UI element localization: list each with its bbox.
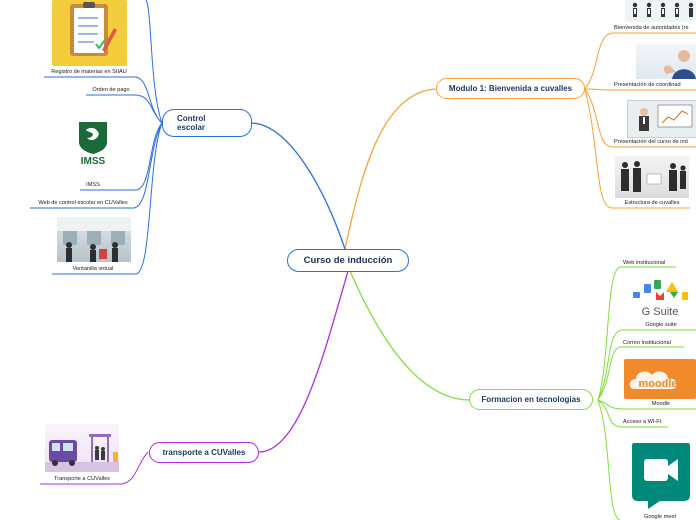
topic-transporte-label: transporte a CUValles <box>162 448 246 457</box>
people-standing-icon <box>625 0 696 22</box>
link-control-leaf-1b <box>145 0 163 124</box>
leaf-label: Web institucional <box>623 260 666 266</box>
leaf-label: Bienvenida de autoridades (re <box>614 25 689 31</box>
link-control-leaf-1 <box>44 76 163 124</box>
leaf-label: Transporte a CUValles <box>54 476 110 482</box>
leaf-label: Moodle <box>651 401 671 407</box>
gsuite-logo-icon: G Suite <box>630 278 690 318</box>
link-modulo1-leaf-1 <box>584 32 696 90</box>
clipboard-checklist-icon <box>52 0 127 66</box>
link-formacion-leaf-2 <box>597 329 696 401</box>
leaf-label: Estructura de cuvalles <box>624 200 680 206</box>
topic-transporte[interactable]: transporte a CUValles <box>149 442 259 463</box>
topic-control-escolar-label: Control escolar <box>177 114 206 132</box>
central-topic-label: Curso de inducción <box>303 255 393 266</box>
link-modulo1-leaf-4 <box>584 88 690 209</box>
link-control-leaf-3 <box>80 122 163 191</box>
office-counter-photo-icon <box>57 217 131 262</box>
leaf-label: Web de control escolar en CUValles <box>38 200 128 206</box>
leaf-label: Google meet <box>643 514 677 520</box>
topic-control-escolar[interactable]: Control escolar <box>162 109 252 137</box>
link-control-leaf-5 <box>52 122 163 275</box>
whiteboard-presentation-icon <box>627 100 696 138</box>
link-center-control <box>251 122 346 250</box>
leaf-label: Orden de pago <box>92 87 130 93</box>
link-formacion-leaf-3 <box>597 346 684 401</box>
link-modulo1-leaf-3 <box>584 88 696 148</box>
link-control-leaf-2 <box>86 94 163 124</box>
link-center-modulo1 <box>344 88 437 250</box>
gsuite-logo-text: G Suite <box>642 306 679 318</box>
imss-logo-icon: IMSS <box>73 118 113 166</box>
moodle-logo-icon: moodle <box>624 359 696 399</box>
central-topic[interactable]: Curso de inducción <box>287 249 409 272</box>
leaf-label: Acceso a WI-FI <box>623 419 662 425</box>
topic-modulo1[interactable]: Modulo 1: Bienvenida a cuvalles <box>436 78 585 99</box>
leaf-label: Presentación del curso de ind <box>614 139 688 145</box>
link-center-formacion <box>349 270 471 401</box>
bus-station-icon <box>45 424 119 472</box>
link-formacion-leaf-1 <box>597 266 676 401</box>
link-modulo1-leaf-2 <box>584 88 696 91</box>
link-transporte-leaf-1 <box>40 451 149 485</box>
moodle-logo-text: moodle <box>638 378 677 390</box>
business-people-icon <box>615 156 689 198</box>
leaf-label: Google suite <box>645 322 677 328</box>
presenter-icon <box>636 44 696 79</box>
google-meet-icon <box>630 439 692 511</box>
leaf-label: IMSS <box>86 182 100 188</box>
topic-formacion-label: Formacion en tecnologias <box>481 395 581 404</box>
leaf-label: Registro de materias en SIIAU <box>51 69 127 75</box>
link-center-transporte <box>258 270 349 453</box>
topic-formacion-tecnologias[interactable]: Formacion en tecnologias <box>469 389 593 410</box>
link-control-leaf-4 <box>30 122 163 209</box>
link-formacion-leaf-4 <box>597 399 696 410</box>
topic-modulo1-label: Modulo 1: Bienvenida a cuvalles <box>448 84 573 93</box>
link-formacion-leaf-6 <box>597 399 621 520</box>
imss-logo-text: IMSS <box>81 156 106 166</box>
leaf-label: Presentación de coordinad <box>614 82 681 88</box>
leaf-label: Correo institucional <box>623 340 671 346</box>
link-formacion-leaf-5 <box>597 399 668 428</box>
leaf-label: Ventanilla virtual <box>72 266 114 272</box>
